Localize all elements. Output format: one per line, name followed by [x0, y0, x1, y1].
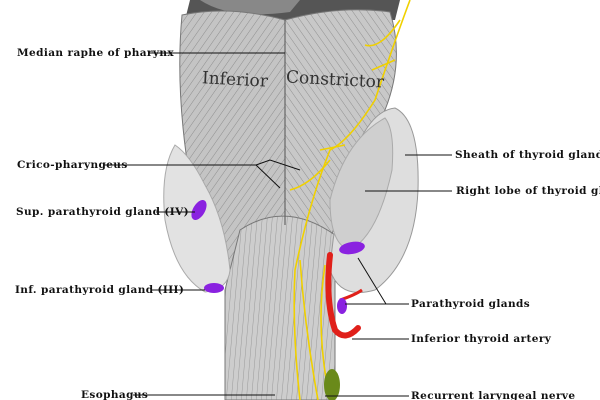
ganglion: [324, 369, 340, 400]
label-inf-parathyroid: Inf. parathyroid gland (III): [15, 284, 185, 296]
inf-parathyroid-left: [204, 283, 224, 293]
sup-parathyroid-left: [191, 200, 207, 220]
label-recurrent-laryngeal-nerve: Recurrent laryngeal nerve: [411, 390, 576, 400]
label-crico-pharyngeus: Crico-pharyngeus: [17, 159, 128, 171]
label-right-lobe: Right lobe of thyroid gland: [456, 185, 600, 197]
esophagus: [224, 215, 336, 400]
nerves: [289, 0, 411, 400]
label-inferior-thyroid-artery: Inferior thyroid artery: [411, 333, 552, 345]
label-thyroid-sheath: Sheath of thyroid gland: [455, 149, 600, 161]
inferior-thyroid-artery: [325, 252, 361, 339]
parathyroid-right-upper: [339, 241, 365, 255]
leader-lines: [103, 52, 452, 397]
label-parathyroid-glands: Parathyroid glands: [411, 298, 531, 310]
label-median-raphe: Median raphe of pharynx: [17, 47, 175, 59]
label-esophagus: Esophagus: [81, 389, 149, 400]
parathyroid-right-lower: [337, 298, 347, 314]
muscle-label-inferior: Inferior: [201, 68, 269, 92]
label-sup-parathyroid: Sup. parathyroid gland (IV): [16, 206, 190, 218]
